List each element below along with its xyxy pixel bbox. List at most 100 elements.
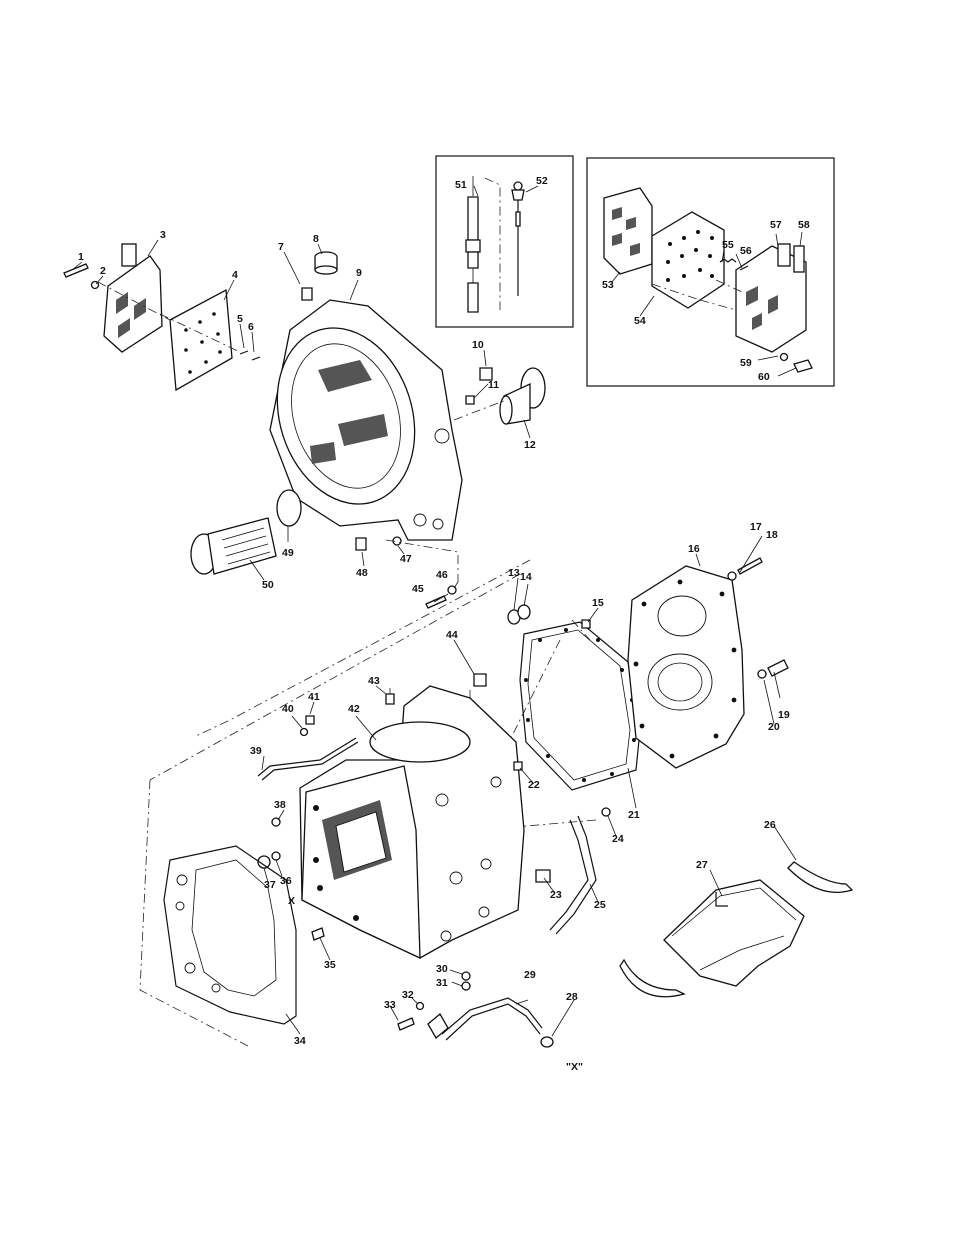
pin-56 bbox=[739, 265, 749, 271]
callout-13: 13 bbox=[508, 567, 520, 579]
callout-33: 33 bbox=[384, 999, 396, 1011]
callout-12: 12 bbox=[524, 439, 536, 451]
callout-58: 58 bbox=[798, 219, 810, 231]
callout-39: 39 bbox=[250, 745, 262, 757]
callout-10: 10 bbox=[472, 339, 484, 351]
gasket-21 bbox=[519, 621, 641, 791]
callout-5: 5 bbox=[237, 313, 243, 325]
pin-35 bbox=[311, 927, 325, 941]
plug-7 bbox=[301, 287, 313, 301]
tube-29 bbox=[441, 997, 543, 1035]
callout-3: 3 bbox=[160, 229, 166, 241]
separator-plate-4 bbox=[169, 288, 233, 392]
callout-1: 1 bbox=[78, 251, 84, 263]
screw-60 bbox=[793, 359, 813, 373]
callout-43: 43 bbox=[368, 675, 380, 687]
converter-housing-9 bbox=[269, 299, 463, 541]
callout-11: 11 bbox=[488, 379, 499, 391]
seal-ring-49 bbox=[276, 489, 302, 527]
callout-32: 32 bbox=[402, 989, 414, 1001]
gasket-34 bbox=[163, 845, 297, 1025]
seal-14 bbox=[517, 604, 531, 620]
bolt-19 bbox=[767, 659, 789, 677]
callout-60: 60 bbox=[758, 371, 770, 383]
dipstick-tube-51 bbox=[465, 176, 501, 313]
callout-47: 47 bbox=[400, 553, 412, 565]
callout-22: 22 bbox=[528, 779, 540, 791]
callout-9: 9 bbox=[356, 267, 362, 279]
callout-49: 49 bbox=[282, 547, 294, 559]
separator-plate-54 bbox=[651, 211, 725, 309]
callout-52: 52 bbox=[536, 175, 548, 187]
plug-41 bbox=[305, 715, 315, 725]
callout-34: 34 bbox=[294, 1035, 306, 1047]
callout-50: 50 bbox=[262, 579, 274, 591]
callout-29: 29 bbox=[524, 969, 536, 981]
callout-6: 6 bbox=[248, 321, 254, 333]
callout-37: 37 bbox=[264, 879, 276, 891]
plug-8 bbox=[314, 251, 338, 275]
washer-20 bbox=[757, 669, 767, 679]
callout-21: 21 bbox=[628, 809, 640, 821]
plug-48 bbox=[355, 537, 367, 551]
control-valve-57 bbox=[735, 243, 807, 353]
valve-body-3 bbox=[103, 243, 163, 353]
callout-41: 41 bbox=[308, 691, 320, 703]
callout-20: 20 bbox=[768, 721, 780, 733]
callout-30: 30 bbox=[436, 963, 448, 975]
filter-50 bbox=[190, 517, 277, 575]
pin-5 bbox=[239, 350, 249, 355]
callout-36: 36 bbox=[280, 875, 292, 887]
callout-56: 56 bbox=[740, 245, 752, 257]
plug-40 bbox=[299, 727, 309, 737]
callout-24: 24 bbox=[612, 833, 624, 845]
callout-15: 15 bbox=[592, 597, 604, 609]
callout-44: 44 bbox=[446, 629, 458, 641]
bolt-1 bbox=[63, 263, 89, 278]
bolt-18 bbox=[737, 557, 763, 575]
callout-45: 45 bbox=[412, 583, 424, 595]
callout-4: 4 bbox=[232, 269, 238, 281]
ring-26 bbox=[787, 861, 854, 894]
plug-10 bbox=[479, 367, 493, 381]
ring-segment bbox=[619, 958, 686, 998]
washer-59 bbox=[779, 352, 789, 362]
sleeve-12 bbox=[499, 367, 546, 425]
inset-box-valve-body bbox=[586, 157, 835, 387]
hose-25 bbox=[549, 819, 589, 931]
sleeve-44 bbox=[473, 673, 487, 687]
adapter-plate-16 bbox=[627, 565, 745, 769]
callout-2: 2 bbox=[100, 265, 106, 277]
callout-57: 57 bbox=[770, 219, 782, 231]
reference-mark-x-quoted: "X" bbox=[566, 1061, 583, 1073]
callout-59: 59 bbox=[740, 357, 752, 369]
tube-39 bbox=[257, 737, 357, 777]
seal-28 bbox=[540, 1036, 554, 1048]
callout-18: 18 bbox=[766, 529, 778, 541]
bolt-33 bbox=[397, 1017, 415, 1031]
callout-14: 14 bbox=[520, 571, 532, 583]
pin-6 bbox=[251, 356, 261, 361]
transmission-housing-42 bbox=[299, 685, 525, 960]
plug-36 bbox=[271, 851, 281, 861]
shield-27 bbox=[663, 879, 805, 987]
callout-16: 16 bbox=[688, 543, 700, 555]
callout-8: 8 bbox=[313, 233, 319, 245]
inset-box-dipstick bbox=[435, 155, 574, 328]
dipstick-52 bbox=[511, 181, 525, 296]
callout-17: 17 bbox=[750, 521, 762, 533]
fitting-23 bbox=[535, 869, 551, 883]
callout-48: 48 bbox=[356, 567, 368, 579]
valve-body-53 bbox=[603, 187, 653, 275]
washer-17 bbox=[727, 571, 737, 581]
reference-mark-x: X bbox=[288, 895, 295, 907]
callout-35: 35 bbox=[324, 959, 336, 971]
callout-55: 55 bbox=[722, 239, 734, 251]
callout-28: 28 bbox=[566, 991, 578, 1003]
bolt-45 bbox=[425, 595, 447, 609]
callout-53: 53 bbox=[602, 279, 614, 291]
plug-43 bbox=[385, 693, 395, 705]
callout-19: 19 bbox=[778, 709, 790, 721]
callout-25: 25 bbox=[594, 899, 606, 911]
